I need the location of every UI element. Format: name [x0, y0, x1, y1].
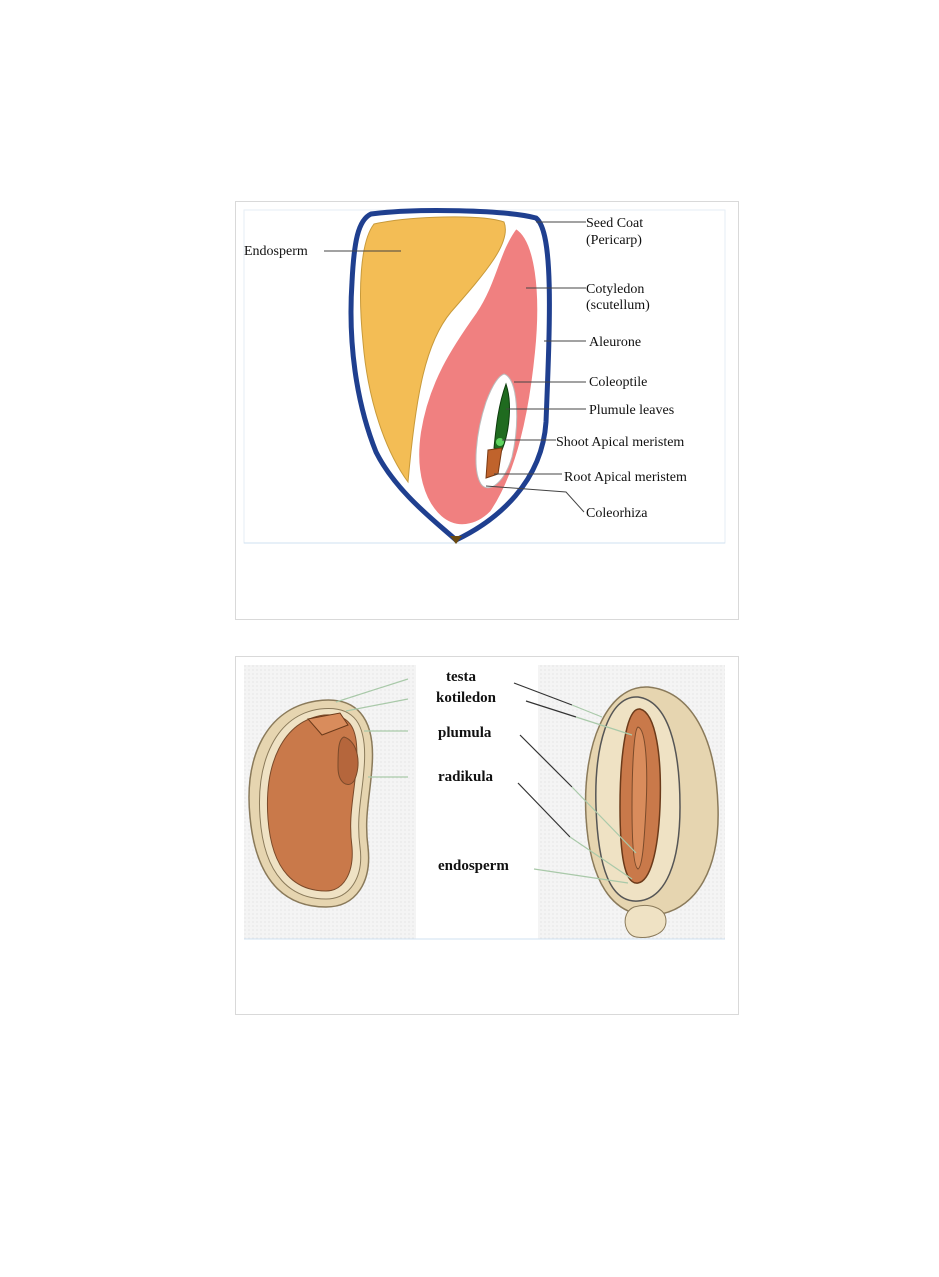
label-scutellum: (scutellum): [586, 298, 650, 313]
label-root-apical-meristem: Root Apical meristem: [564, 470, 687, 485]
label-radikula: radikula: [438, 769, 494, 785]
label-endosperm: Endosperm: [244, 244, 308, 259]
label-aleurone: Aleurone: [589, 335, 641, 350]
label-pericarp: (Pericarp): [586, 233, 642, 248]
dicot-seed-diagram: testa kotiledon plumula radikula endospe…: [236, 657, 740, 1016]
label-cotyledon: Cotyledon: [586, 282, 644, 297]
monocot-seed-diagram: Endosperm Seed Coat (Pericarp) Cotyledon…: [236, 202, 740, 621]
label-coleoptile: Coleoptile: [589, 375, 647, 390]
slide-dicot-seed: testa kotiledon plumula radikula endospe…: [235, 656, 739, 1015]
bean-front-hilum: [625, 906, 666, 938]
label-plumule-leaves: Plumule leaves: [589, 403, 674, 418]
center-panel: [416, 665, 538, 939]
label-endosperm: endosperm: [438, 858, 509, 874]
label-plumula: plumula: [438, 725, 492, 741]
label-coleorhiza: Coleorhiza: [586, 506, 648, 521]
label-shoot-apical-meristem: Shoot Apical meristem: [556, 435, 684, 450]
label-kotiledon: kotiledon: [436, 690, 497, 706]
label-testa: testa: [446, 669, 476, 685]
slide-monocot-seed: Endosperm Seed Coat (Pericarp) Cotyledon…: [235, 201, 739, 620]
shoot-meristem-dot: [496, 438, 504, 446]
label-seed-coat: Seed Coat: [586, 216, 643, 231]
